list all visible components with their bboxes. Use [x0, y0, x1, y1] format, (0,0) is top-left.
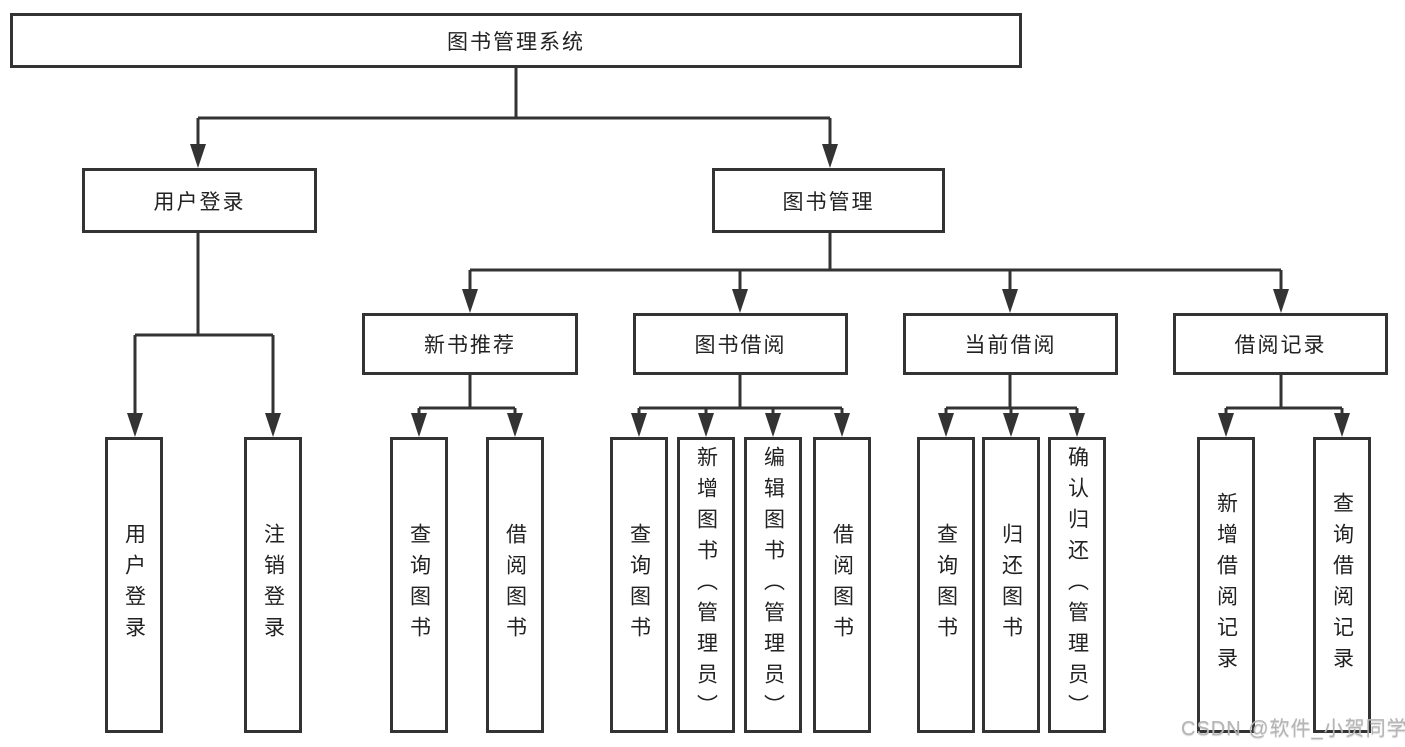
- connector-paths: [133, 68, 1344, 417]
- leaf-current-return-books: 归还图书: [982, 437, 1040, 733]
- leaf-recommend-query-books-label: 查询图书: [407, 523, 431, 647]
- leaf-borrow-borrow-books-label: 借阅图书: [830, 523, 854, 647]
- leaf-records-add-borrow-record: 新增借阅记录: [1197, 437, 1255, 733]
- leaf-current-query-books-label: 查询图书: [934, 523, 958, 647]
- leaf-user-login-label: 用户登录: [122, 523, 146, 647]
- leaf-current-return-books-label: 归还图书: [999, 523, 1023, 647]
- leaf-borrow-edit-books-admin-label: 编辑图书（管理员）: [761, 445, 785, 725]
- node-book-borrow: 图书借阅: [633, 313, 848, 375]
- node-borrow-records: 借阅记录: [1173, 313, 1388, 375]
- leaf-borrow-borrow-books: 借阅图书: [813, 437, 871, 733]
- node-current-borrow-label: 当前借阅: [964, 334, 1057, 357]
- leaf-borrow-query-books-label: 查询图书: [627, 523, 651, 647]
- leaf-current-query-books: 查询图书: [917, 437, 975, 733]
- leaf-logout-login-label: 注销登录: [261, 523, 285, 647]
- node-book-borrow-label: 图书借阅: [694, 334, 787, 357]
- node-user-login: 用户登录: [82, 168, 317, 233]
- leaf-records-query-borrow-record: 查询借阅记录: [1313, 437, 1371, 733]
- node-book-management: 图书管理: [712, 168, 945, 233]
- arrowheads: [127, 144, 1350, 437]
- node-borrow-records-label: 借阅记录: [1234, 334, 1327, 357]
- leaf-borrow-add-books-admin: 新增图书（管理员）: [677, 437, 735, 733]
- node-current-borrow: 当前借阅: [903, 313, 1118, 375]
- leaf-recommend-borrow-books-label: 借阅图书: [503, 523, 527, 647]
- leaf-borrow-add-books-admin-label: 新增图书（管理员）: [694, 445, 718, 725]
- leaf-recommend-query-books: 查询图书: [390, 437, 448, 733]
- node-new-book-recommend-label: 新书推荐: [424, 334, 516, 357]
- csdn-watermark: CSDN @软件_小贺同学: [1181, 718, 1405, 740]
- leaf-current-confirm-return-admin: 确认归还（管理员）: [1048, 437, 1106, 733]
- leaf-records-query-borrow-record-label: 查询借阅记录: [1330, 492, 1354, 678]
- node-root-label: 图书管理系统: [447, 30, 585, 54]
- leaf-current-confirm-return-admin-label: 确认归还（管理员）: [1065, 445, 1089, 725]
- leaf-borrow-edit-books-admin: 编辑图书（管理员）: [744, 437, 802, 733]
- node-book-management-label: 图书管理: [782, 190, 875, 214]
- leaf-logout-login: 注销登录: [244, 437, 302, 733]
- node-user-login-label: 用户登录: [153, 190, 246, 214]
- node-new-book-recommend: 新书推荐: [362, 313, 578, 375]
- leaf-user-login: 用户登录: [105, 437, 163, 733]
- leaf-borrow-query-books: 查询图书: [610, 437, 668, 733]
- leaf-records-add-borrow-record-label: 新增借阅记录: [1214, 492, 1238, 678]
- node-root-system: 图书管理系统: [10, 13, 1022, 68]
- leaf-recommend-borrow-books: 借阅图书: [486, 437, 544, 733]
